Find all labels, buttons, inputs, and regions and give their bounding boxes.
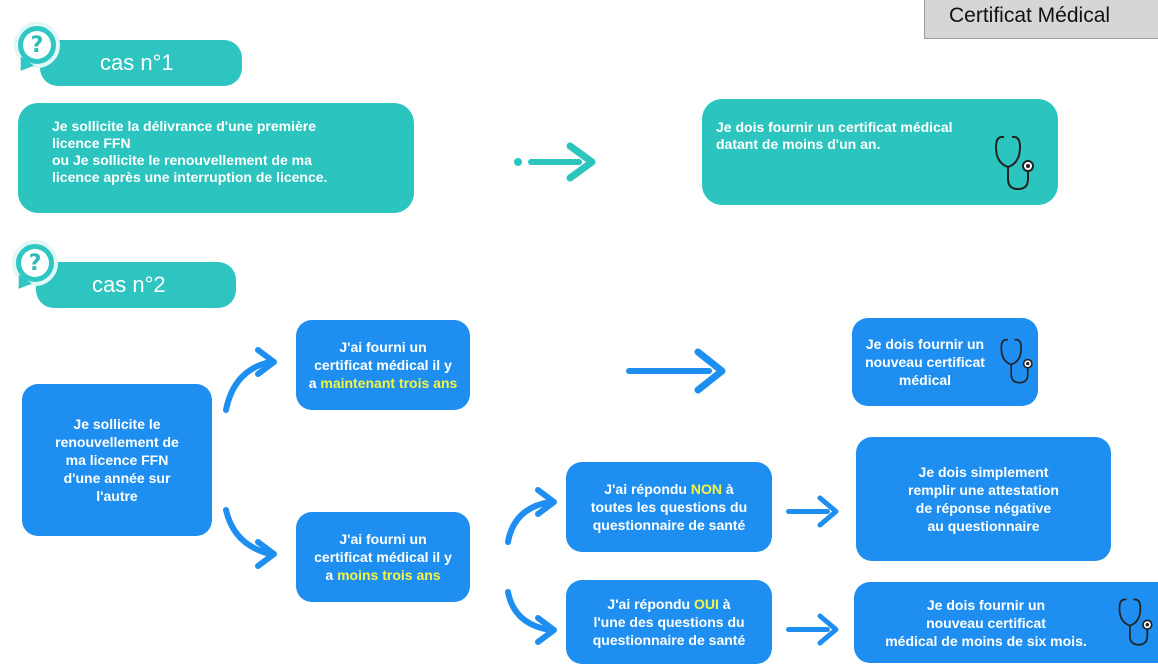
no-result-line: Je dois simplement xyxy=(918,464,1049,480)
no-suffix: à xyxy=(722,481,734,497)
case1-result-box: Je dois fournir un certificat médical da… xyxy=(702,99,1058,205)
case2-no-result-box: Je dois simplement remplir une attestati… xyxy=(856,437,1111,561)
branch-a-line: J'ai fourni un xyxy=(339,339,427,355)
case2-label: cas n°2 xyxy=(92,272,166,297)
stethoscope-icon xyxy=(994,136,1034,191)
branch-a-prefix: a xyxy=(308,375,321,391)
no-result-line: remplir une attestation xyxy=(908,482,1059,498)
case1-result-line: Je dois fournir un certificat médical xyxy=(716,119,953,135)
yes-line: l'une des questions du xyxy=(593,614,745,630)
case2-yes-result-box: Je dois fournir un nouveau certificat mé… xyxy=(854,582,1158,663)
branch-b-highlight: moins trois ans xyxy=(337,567,441,583)
curved-arrow-icon xyxy=(505,487,557,645)
case2-situation-line: l'autre xyxy=(96,488,138,504)
arrow-right-icon xyxy=(626,348,726,394)
case2-branch-a-result-box: Je dois fournir un nouveau certificat mé… xyxy=(852,318,1038,406)
case2-situation-box: Je sollicite le renouvellement de ma lic… xyxy=(22,384,212,536)
no-prefix: J'ai répondu xyxy=(604,481,691,497)
yes-prefix: J'ai répondu xyxy=(607,596,694,612)
arrow-right-icon xyxy=(786,613,839,646)
yes-result-line: médical de moins de six mois. xyxy=(885,632,1087,649)
case1-label-pill: cas n°1 xyxy=(40,40,242,86)
question-bubble-icon: ? xyxy=(12,240,58,294)
case1-situation-line: ou Je sollicite le renouvellement de ma xyxy=(52,152,312,168)
no-highlight: NON xyxy=(690,481,722,497)
no-result-line: de réponse négative xyxy=(915,500,1052,516)
yes-result-line: Je dois fournir un xyxy=(926,596,1046,613)
question-bubble-icon: ? xyxy=(14,22,60,76)
case1-result-line: datant de moins d'un an. xyxy=(716,136,881,152)
case2-branch-a-box: J'ai fourni un certificat médical il y a… xyxy=(296,320,470,410)
case2-situation-line: Je sollicite le xyxy=(73,416,161,432)
page-title: Certificat Médical xyxy=(924,0,1158,39)
no-result-line: au questionnaire xyxy=(927,518,1040,534)
yes-suffix: à xyxy=(718,596,731,612)
stethoscope-icon xyxy=(1000,338,1033,384)
yes-line: questionnaire de santé xyxy=(592,632,746,648)
no-line: questionnaire de santé xyxy=(592,517,746,533)
no-line: toutes les questions du xyxy=(590,499,748,515)
branch-a-result-line: nouveau certificat xyxy=(865,354,985,370)
case2-branch-b-box: J'ai fourni un certificat médical il y a… xyxy=(296,512,470,602)
case2-situation-line: renouvellement de xyxy=(55,434,179,450)
arrow-right-icon xyxy=(514,142,596,182)
case2-label-pill: cas n°2 xyxy=(36,262,236,308)
case1-situation-line: Je sollicite la délivrance d'une premièr… xyxy=(52,118,317,134)
case2-no-box: J'ai répondu NON à toutes les questions … xyxy=(566,462,772,552)
curved-arrow-icon xyxy=(223,347,277,569)
case2-situation-line: ma licence FFN xyxy=(65,452,169,468)
case1-situation-line: licence après une interruption de licenc… xyxy=(52,169,328,185)
branch-b-prefix: a xyxy=(325,567,338,583)
branch-b-line: J'ai fourni un xyxy=(339,531,427,547)
branch-a-result-line: Je dois fournir un xyxy=(865,336,985,352)
branch-a-line: certificat médical il y xyxy=(314,357,452,373)
case1-situation-box: Je sollicite la délivrance d'une premièr… xyxy=(18,103,414,213)
case1-label: cas n°1 xyxy=(100,50,174,75)
branch-b-line: certificat médical il y xyxy=(314,549,452,565)
stethoscope-icon xyxy=(1118,598,1153,646)
arrow-right-icon xyxy=(786,495,839,528)
case2-yes-box: J'ai répondu OUI à l'une des questions d… xyxy=(566,580,772,664)
case1-situation-line: licence FFN xyxy=(52,135,131,151)
branch-a-result-line: médical xyxy=(898,372,952,388)
branch-a-highlight: maintenant trois ans xyxy=(320,375,458,391)
yes-highlight: OUI xyxy=(694,596,719,612)
case2-situation-line: d'une année sur xyxy=(63,470,171,486)
yes-result-line: nouveau certificat xyxy=(926,614,1046,631)
